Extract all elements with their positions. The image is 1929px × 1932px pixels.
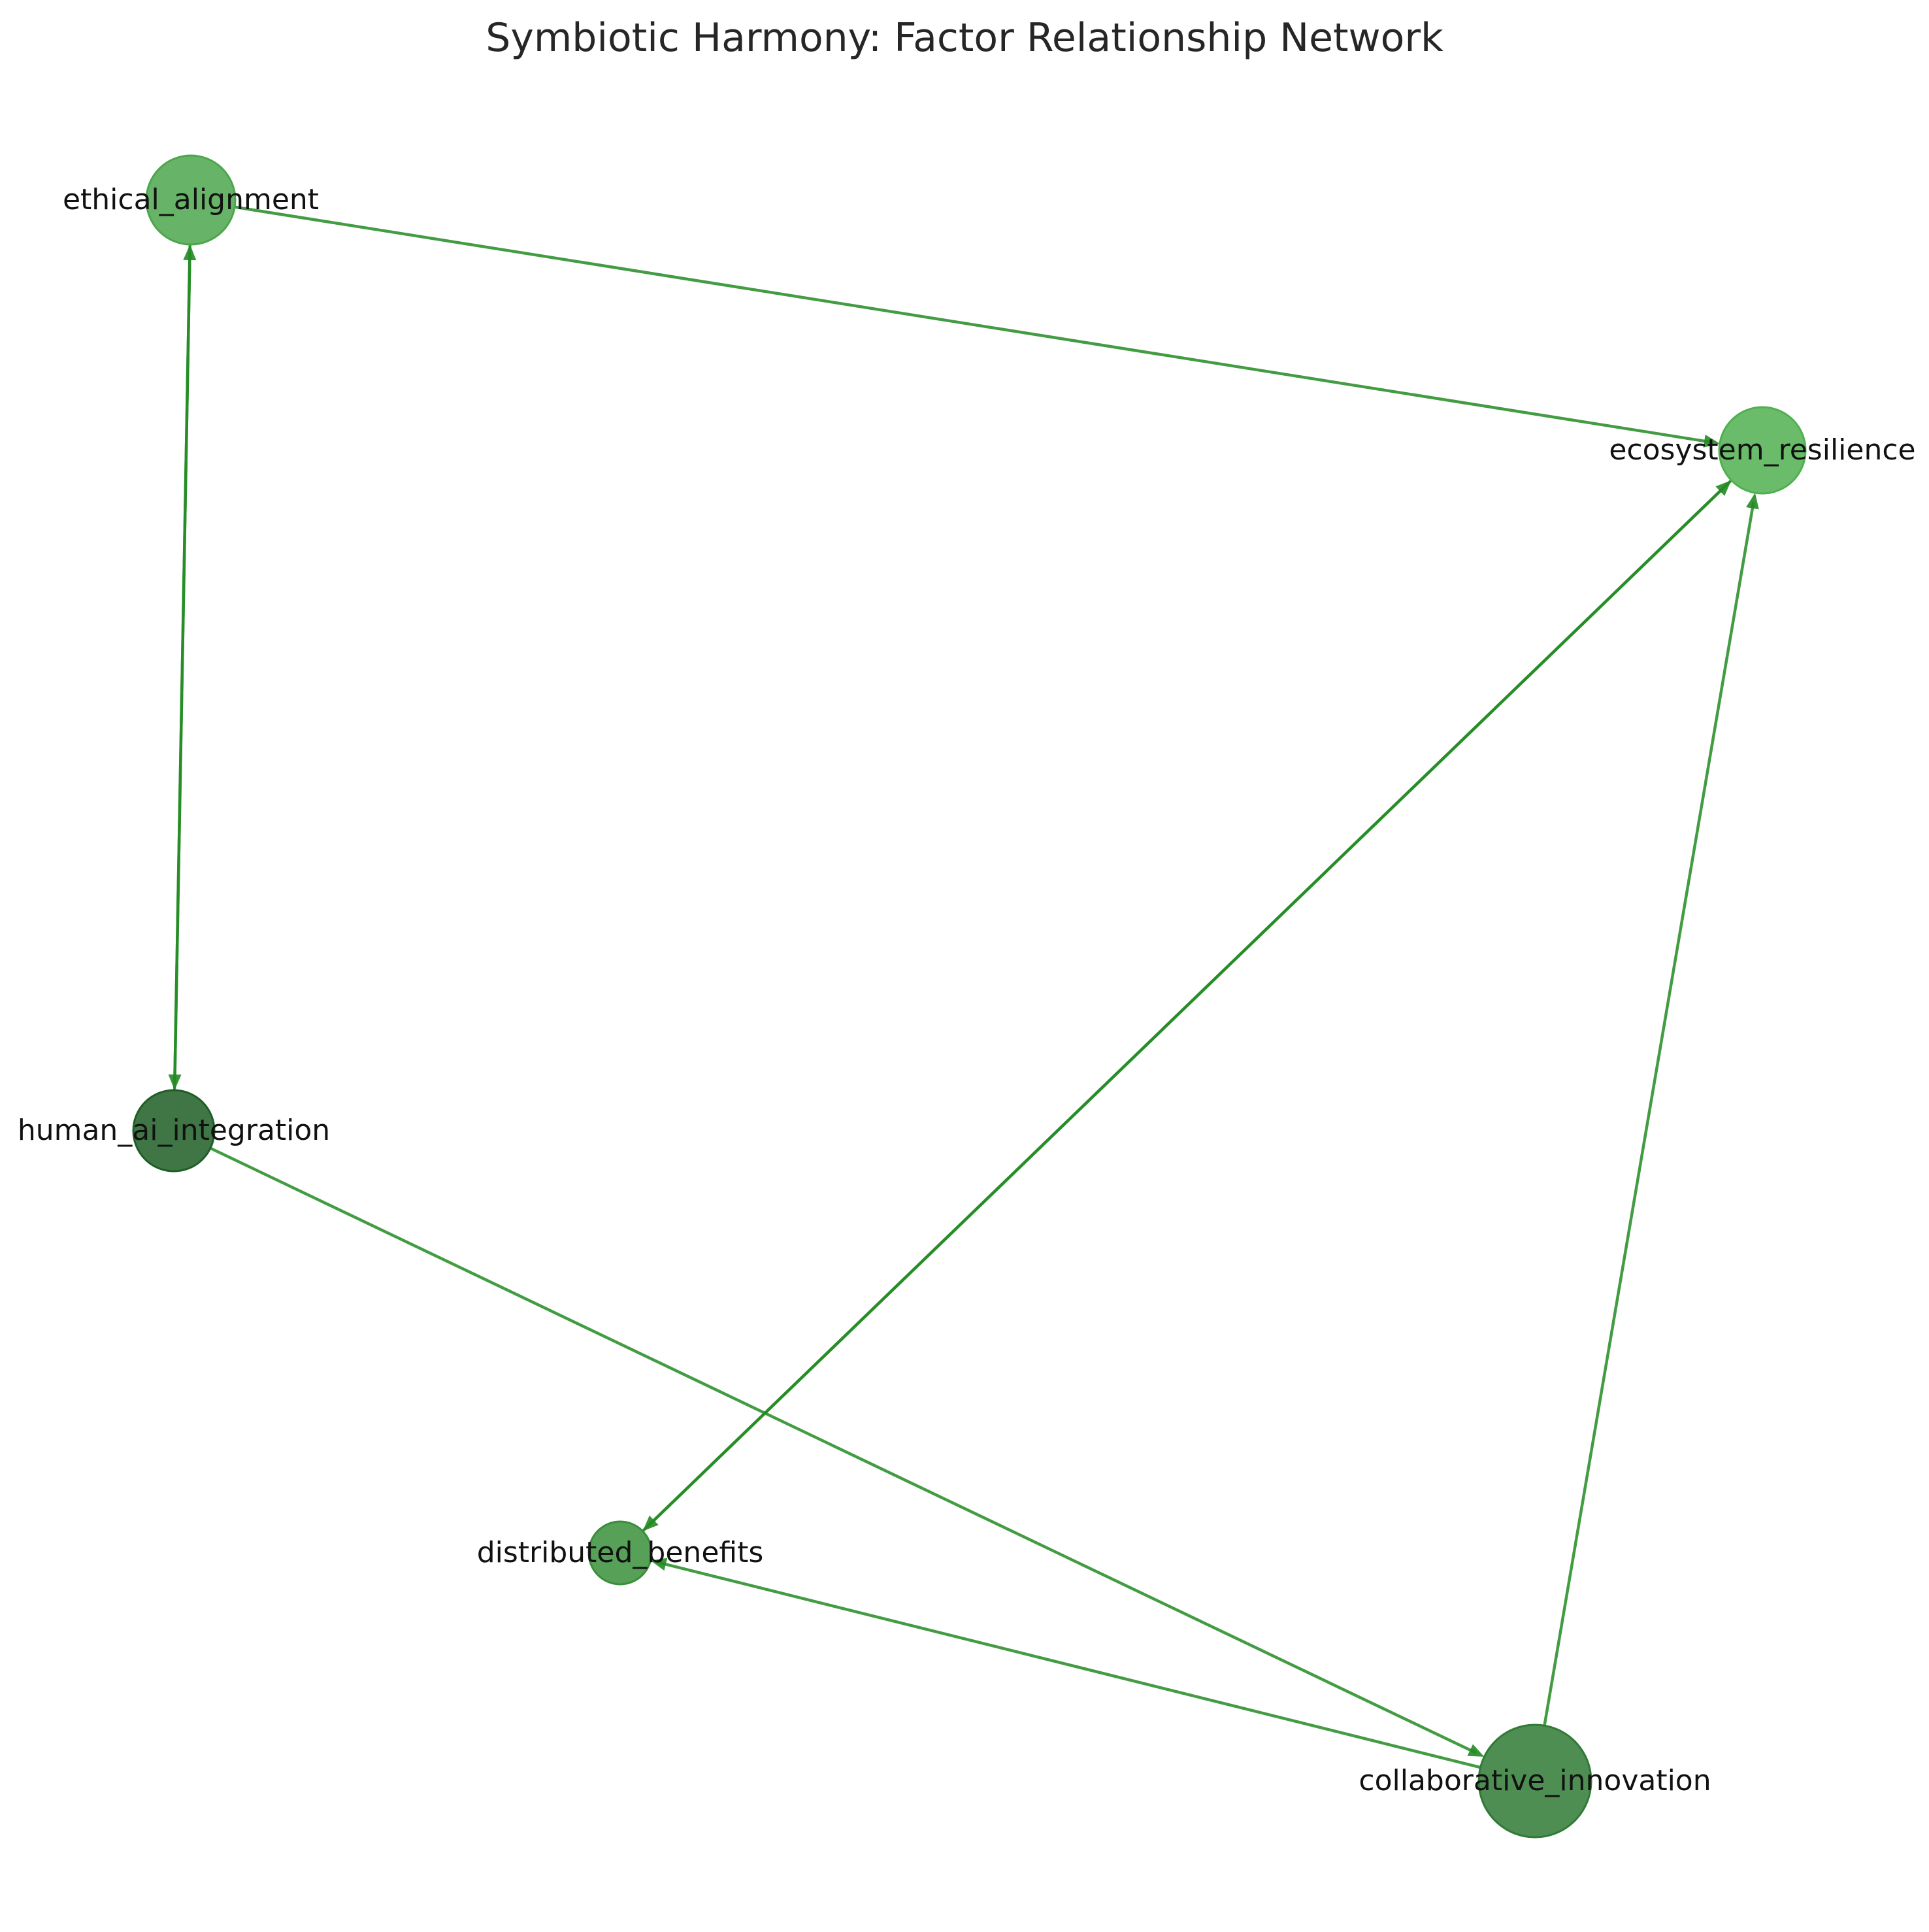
edge-arrowhead xyxy=(650,1557,668,1571)
edge-line xyxy=(1543,501,1755,1726)
node-ethical-alignment xyxy=(145,154,237,246)
node-human-ai-integration xyxy=(132,1089,216,1173)
edge-line xyxy=(659,1561,1481,1769)
node-label-human-ai-integration: human_ai_integration xyxy=(18,1114,330,1147)
edge-arrowhead xyxy=(168,1074,182,1091)
node-distributed-benefits xyxy=(587,1520,653,1586)
edge-ethical_alignment-to-ecosystem_resilience xyxy=(234,205,1720,448)
node-ecosystem-resilience xyxy=(1718,406,1807,495)
edge-collaborative_innovation-to-distributed_benefits xyxy=(650,1557,1481,1769)
diagram-title: Symbiotic Harmony: Factor Relationship N… xyxy=(486,15,1443,61)
edges-layer xyxy=(168,205,1759,1769)
node-collaborative-innovation xyxy=(1477,1724,1592,1839)
edge-line xyxy=(209,1146,1477,1754)
edge-line xyxy=(234,205,1711,444)
edge-arrowhead xyxy=(1703,434,1720,448)
edge-line xyxy=(648,479,1733,1526)
edge-ethical_alignment-to-human_ai_integration xyxy=(168,244,192,1091)
edge-human_ai_integration-to-collaborative_innovation xyxy=(209,1146,1485,1757)
node-label-ecosystem-resilience: ecosystem_resilience xyxy=(1609,433,1915,467)
node-label-ethical-alignment: ethical_alignment xyxy=(63,183,319,216)
node-label-collaborative-innovation: collaborative_innovation xyxy=(1359,1764,1711,1797)
edge-ecosystem_resilience-to-distributed_benefits xyxy=(642,479,1733,1531)
labels-layer: ethical_alignment ecosystem_resiliencehum… xyxy=(18,183,1916,1797)
edge-collaborative_innovation-to-ecosystem_resilience xyxy=(1543,493,1759,1726)
edge-arrowhead xyxy=(1467,1744,1485,1757)
edge-arrowhead xyxy=(1745,493,1759,510)
nodes-layer xyxy=(132,154,1807,1839)
node-label-distributed-benefits: distributed_benefits xyxy=(477,1536,764,1569)
edge-line xyxy=(173,244,192,1082)
edge-arrowhead xyxy=(642,1515,659,1531)
